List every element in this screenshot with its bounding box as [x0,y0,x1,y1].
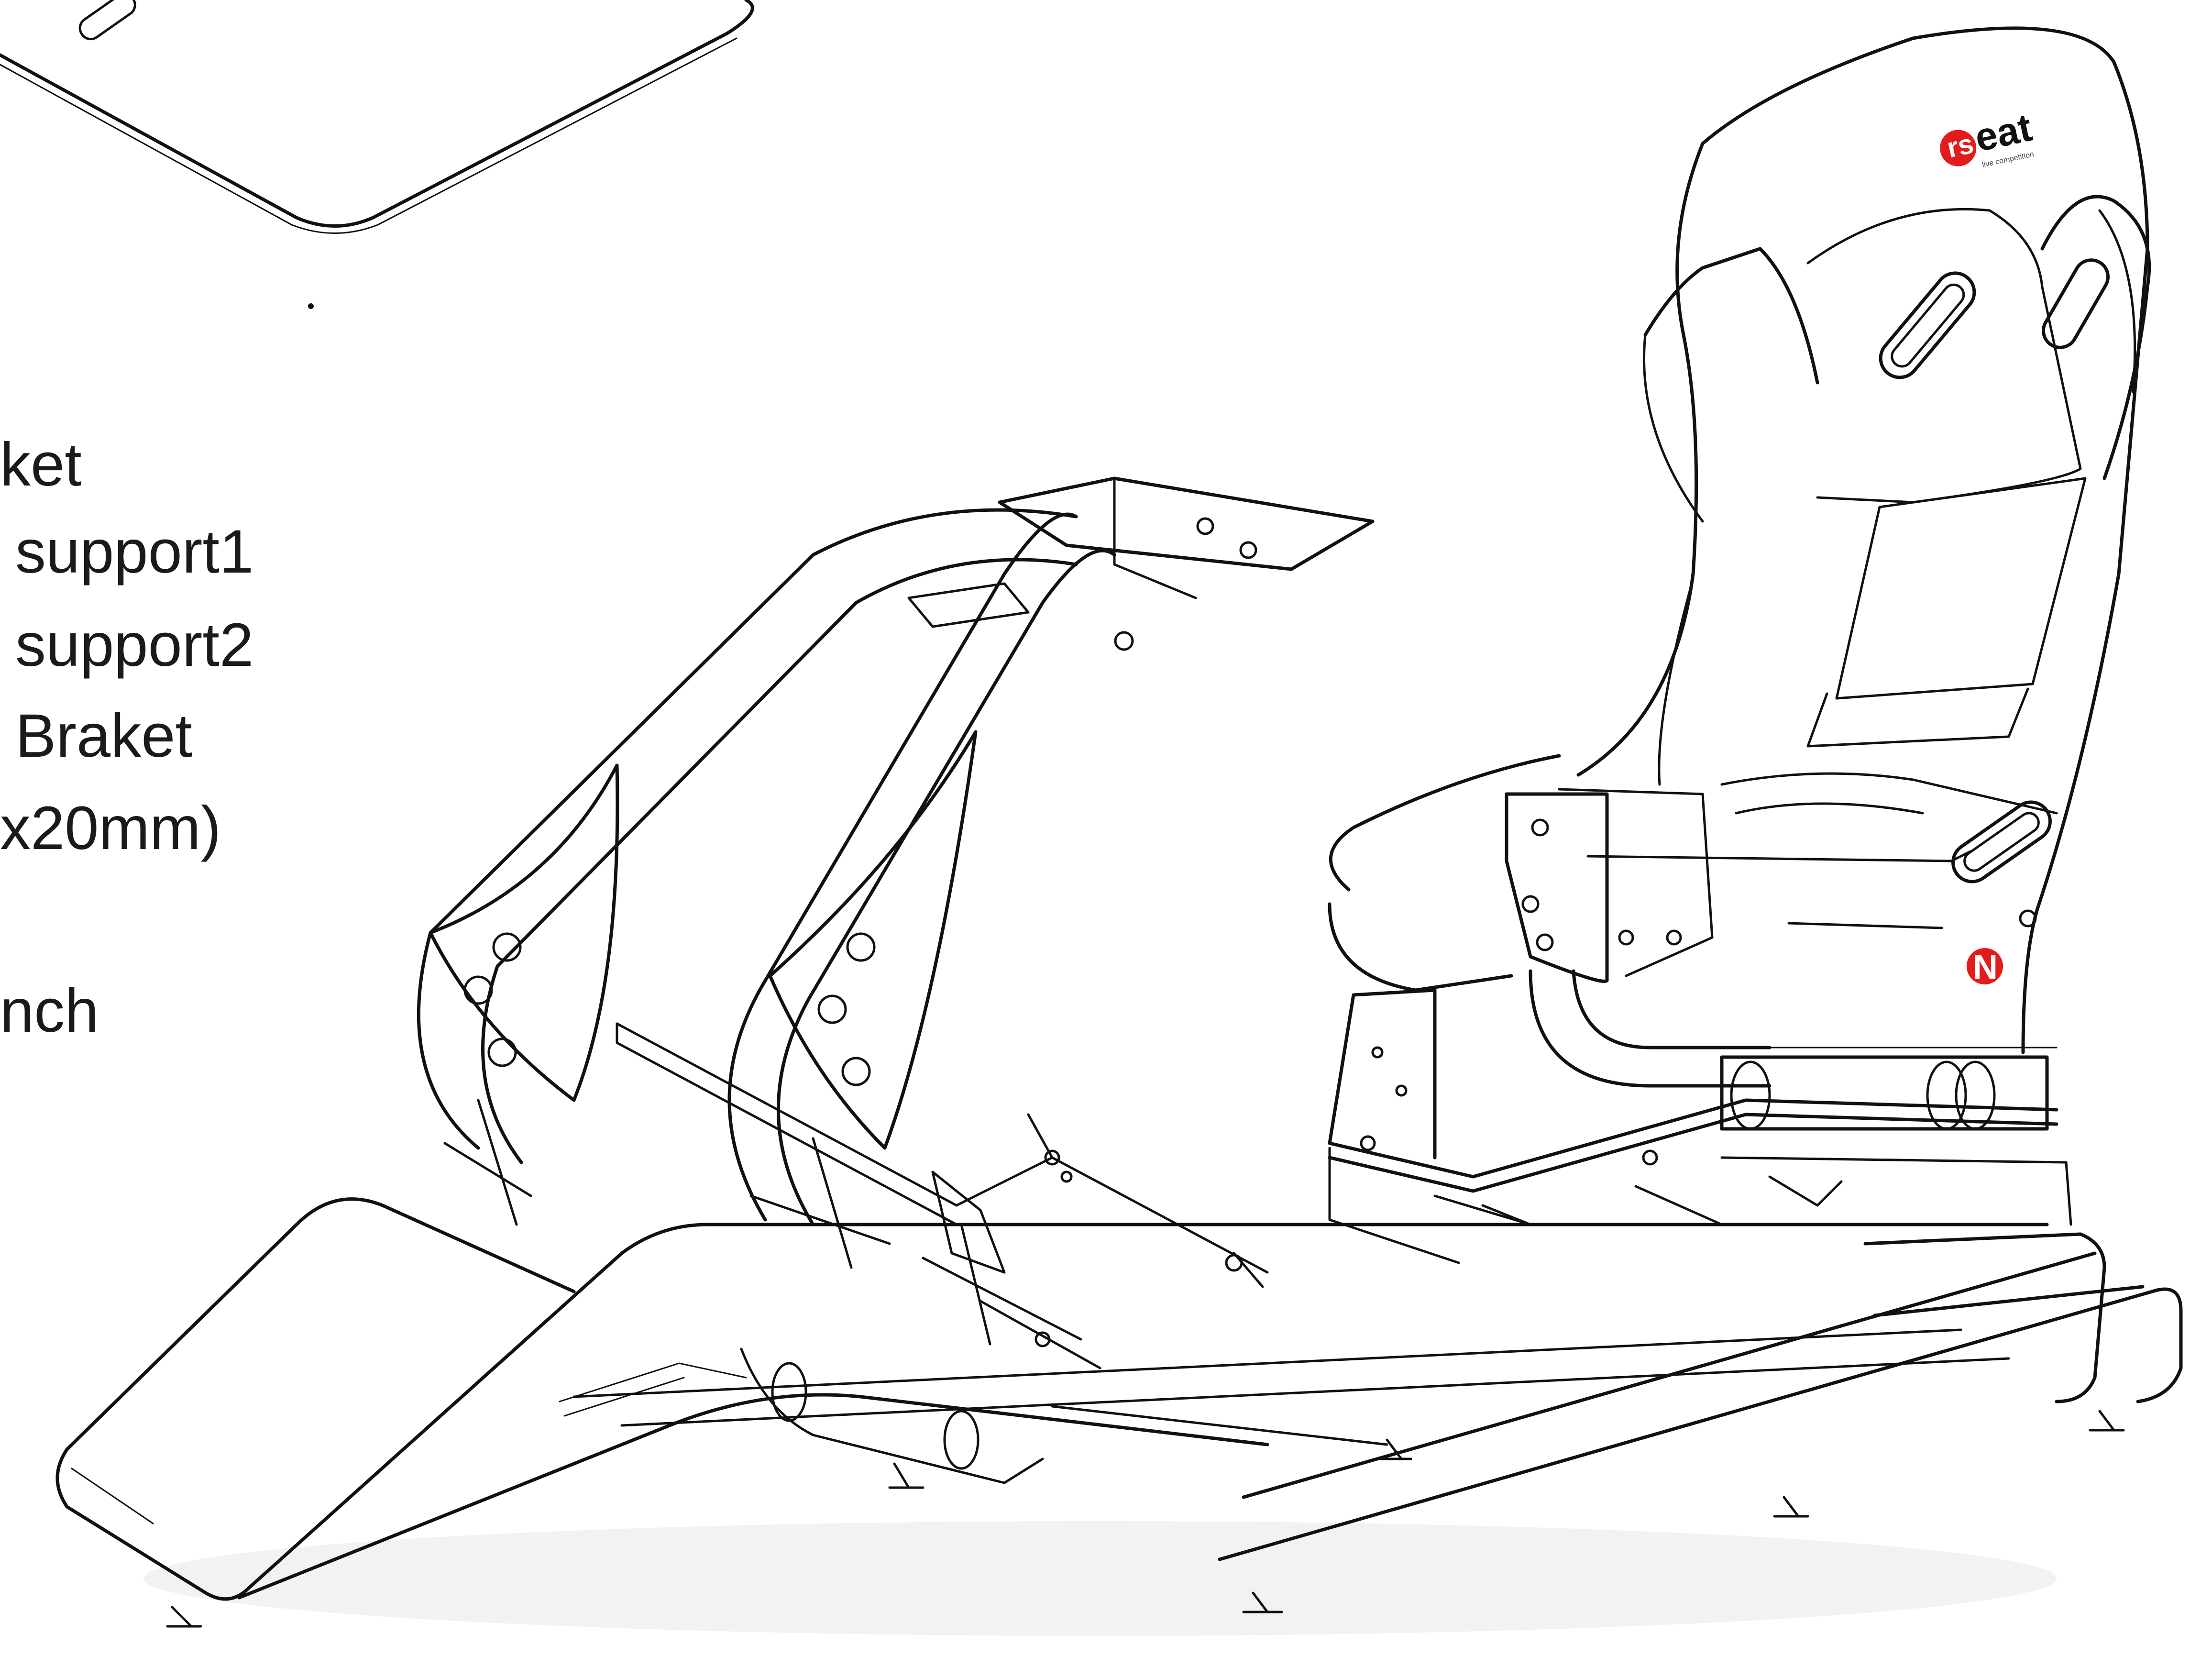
brand-logo-mark: rs [1944,128,1976,164]
brand-logo: rs eat live competition [1940,106,2036,169]
wheel-mount-plate [907,476,1375,651]
floor-shadow [143,1521,2057,1636]
chassis-frame [55,1197,2183,1601]
legend-label-6: nch [0,977,99,1045]
legend-label-4: Braket [15,702,192,770]
seat-slider [1328,1098,2072,1264]
n-badge: N [1967,948,2003,986]
legend-label-2: support1 [15,518,254,586]
n-badge-letter: N [1973,948,1998,986]
tube-clamps [443,1099,1101,1369]
pedal-deck [616,1022,1269,1288]
racing-seat [1328,26,2151,1088]
legend-label-5: x20mm) [0,794,221,862]
seat-bracket [1328,788,1972,1159]
seat-slider-cylinder [1716,1047,2058,1131]
legend-label-3: support2 [15,611,254,679]
legend-label-1: ket [0,431,82,499]
base-plate [0,0,754,309]
levelling-feet [166,1410,2125,1628]
pedal-cylinders [559,1347,1044,1484]
wheel-support-arches [417,508,1116,1226]
